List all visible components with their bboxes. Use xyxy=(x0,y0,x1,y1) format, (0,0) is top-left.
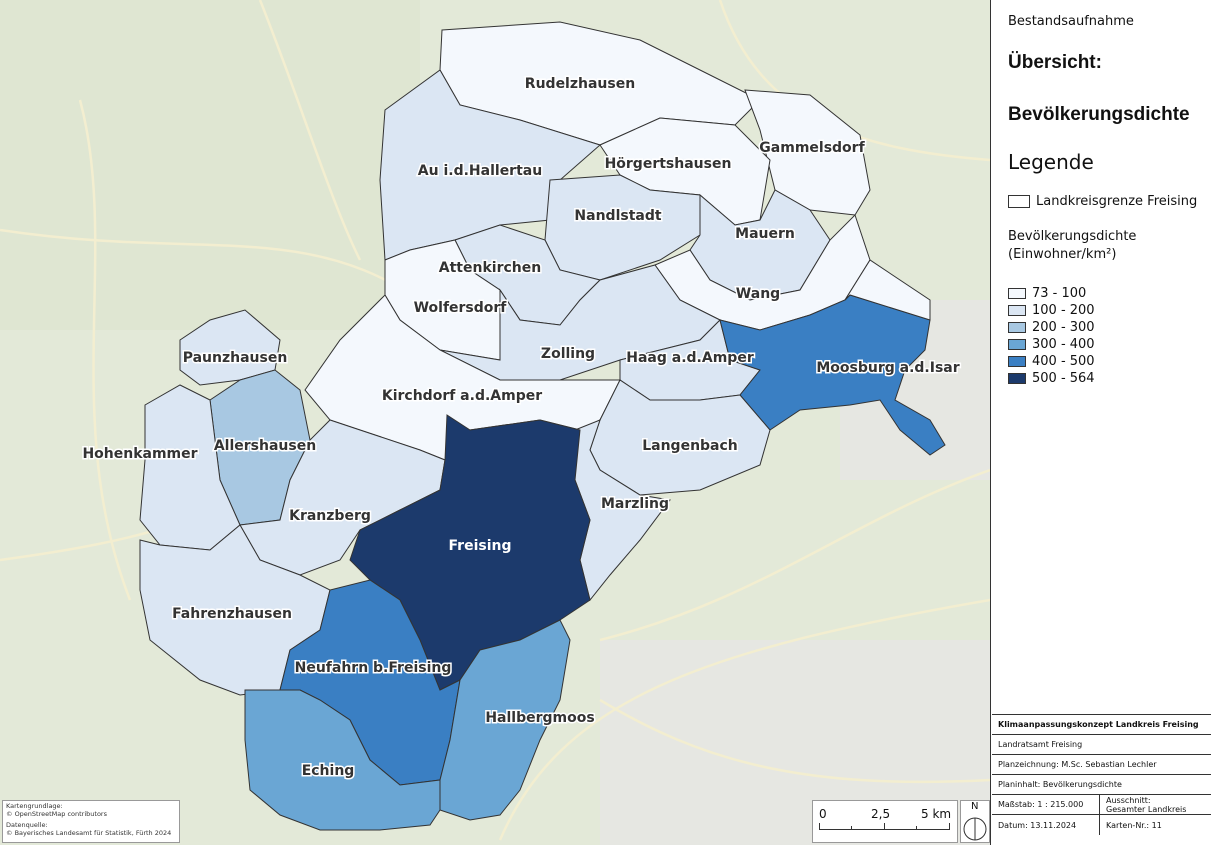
label-hohenkammer: Hohenkammer xyxy=(82,446,197,462)
label-zolling: Zolling xyxy=(541,346,595,362)
map-number: Karten-Nr.: 11 xyxy=(1106,820,1162,830)
label-fahrenzhausen: Fahrenzhausen xyxy=(172,606,292,622)
label-gammelsdorf: Gammelsdorf xyxy=(759,140,865,156)
basemap-road xyxy=(0,228,421,302)
label-paunzhausen: Paunzhausen xyxy=(183,350,288,366)
scale-tick xyxy=(819,823,820,830)
section-heading: Bestandsaufnahme xyxy=(1008,14,1134,29)
legend-class-4: 400 - 500 xyxy=(1008,354,1095,369)
legend-class-3: 300 - 400 xyxy=(1008,337,1095,352)
municipality-eching[interactable] xyxy=(244,689,441,831)
label-attenkirchen: Attenkirchen xyxy=(439,260,541,276)
scale-label-5km: 5 km xyxy=(921,807,952,821)
extent-cell: Ausschnitt: Gesamter Landkreis xyxy=(1100,795,1186,814)
basemap-road xyxy=(498,598,990,841)
extent-value: Gesamter Landkreis xyxy=(1106,804,1187,814)
source-line: © Bayerisches Landesamt für Statistik, F… xyxy=(6,828,172,837)
label-nandlstadt: Nandlstadt xyxy=(574,208,661,224)
title-line-1: Übersicht: xyxy=(1008,52,1102,73)
municipality-moosburg-north[interactable] xyxy=(844,259,931,321)
label-kranzberg: Kranzberg xyxy=(289,508,371,524)
class-swatch xyxy=(1008,339,1026,350)
label-au-i-d-hallertau: Au i.d.Hallertau xyxy=(418,163,542,179)
choropleth-map: Rudelzhausen Au i.d.Hallertau Hörgertshaus… xyxy=(0,0,990,845)
class-label: 300 - 400 xyxy=(1032,337,1095,352)
class-label: 400 - 500 xyxy=(1032,354,1095,369)
scale-text: Maßstab: 1 : 215.000 xyxy=(992,795,1100,814)
north-arrow: N xyxy=(960,800,990,843)
density-title: Bevölkerungsdichte xyxy=(1008,229,1137,244)
compass-icon xyxy=(963,817,987,841)
label-moosburg-a-d-isar: Moosburg a.d.Isar xyxy=(816,360,959,376)
label-hallbergmoos: Hallbergmoos xyxy=(485,710,594,726)
class-label: 200 - 300 xyxy=(1032,320,1095,335)
scale-tick xyxy=(916,826,917,830)
basemap-road xyxy=(599,468,990,642)
class-swatch xyxy=(1008,305,1026,316)
map-content: Planinhalt: Bevölkerungsdichte xyxy=(992,775,1211,795)
scale-tick xyxy=(949,823,950,830)
project-name: Klimaanpassungskonzept Landkreis Freisin… xyxy=(992,715,1211,735)
class-label: 73 - 100 xyxy=(1032,286,1087,301)
basemap-area xyxy=(0,0,420,330)
label-freising: Freising xyxy=(449,538,512,554)
source-line: © OpenStreetMap contributors xyxy=(6,809,107,818)
legend-panel: Bestandsaufnahme Übersicht: Bevölkerungs… xyxy=(992,0,1211,845)
legend-class-5: 500 - 564 xyxy=(1008,371,1095,386)
legend-title: Legende xyxy=(1008,150,1094,174)
label-wang: Wang xyxy=(736,286,780,302)
label-mauern: Mauern xyxy=(735,226,795,242)
density-unit: (Einwohner/km²) xyxy=(1008,247,1117,262)
label-h-rgertshausen: Hörgertshausen xyxy=(605,156,732,172)
scale-bar: 0 2,5 5 km xyxy=(812,800,958,843)
title-block: Klimaanpassungskonzept Landkreis Freisin… xyxy=(992,714,1211,835)
source-line: Datenquelle: xyxy=(6,821,48,829)
basemap-road xyxy=(599,698,990,784)
scale-label-0: 0 xyxy=(819,807,827,821)
scale-row: Maßstab: 1 : 215.000 Ausschnitt: Gesamte… xyxy=(992,795,1211,815)
label-rudelzhausen: Rudelzhausen xyxy=(525,76,635,92)
office-name: Landratsamt Freising xyxy=(992,735,1211,755)
scale-tick xyxy=(884,823,885,830)
class-swatch xyxy=(1008,373,1026,384)
scale-tick xyxy=(851,826,852,830)
date-row: Datum: 13.11.2024 Karten-Nr.: 11 xyxy=(992,815,1211,835)
basemap-area xyxy=(600,640,990,845)
extent-label: Ausschnitt: xyxy=(1106,795,1151,805)
label-wolfersdorf: Wolfersdorf xyxy=(414,300,508,316)
class-swatch xyxy=(1008,322,1026,333)
source-line: Kartengrundlage: xyxy=(6,802,63,810)
label-marzling: Marzling xyxy=(601,496,669,512)
legend-class-1: 100 - 200 xyxy=(1008,303,1095,318)
class-label: 100 - 200 xyxy=(1032,303,1095,318)
label-allershausen: Allershausen xyxy=(214,438,316,454)
map-canvas[interactable]: Rudelzhausen Au i.d.Hallertau Hörgertshaus… xyxy=(0,0,991,845)
drawing-credit: Planzeichnung: M.Sc. Sebastian Lechler xyxy=(992,755,1211,775)
label-kirchdorf-a-d-amper: Kirchdorf a.d.Amper xyxy=(382,388,542,404)
boundary-swatch xyxy=(1008,195,1030,208)
class-label: 500 - 564 xyxy=(1032,371,1095,386)
scale-label-2-5: 2,5 xyxy=(871,807,891,821)
label-neufahrn-b-freising: Neufahrn b.Freising xyxy=(295,660,452,676)
basemap-road xyxy=(258,0,362,261)
legend-class-2: 200 - 300 xyxy=(1008,320,1095,335)
class-swatch xyxy=(1008,288,1026,299)
label-haag-a-d-amper: Haag a.d.Amper xyxy=(626,350,754,366)
label-langenbach: Langenbach xyxy=(642,438,738,454)
source-box: Kartengrundlage: © OpenStreetMap contrib… xyxy=(2,800,180,843)
legend-boundary: Landkreisgrenze Freising xyxy=(1008,194,1197,209)
date-text: Datum: 13.11.2024 xyxy=(992,815,1100,835)
title-line-2: Bevölkerungsdichte xyxy=(1008,104,1190,125)
legend-class-0: 73 - 100 xyxy=(1008,286,1086,301)
boundary-label: Landkreisgrenze Freising xyxy=(1036,194,1198,209)
north-label: N xyxy=(971,801,979,812)
label-eching: Eching xyxy=(302,763,355,779)
basemap-road xyxy=(78,99,132,601)
class-swatch xyxy=(1008,356,1026,367)
